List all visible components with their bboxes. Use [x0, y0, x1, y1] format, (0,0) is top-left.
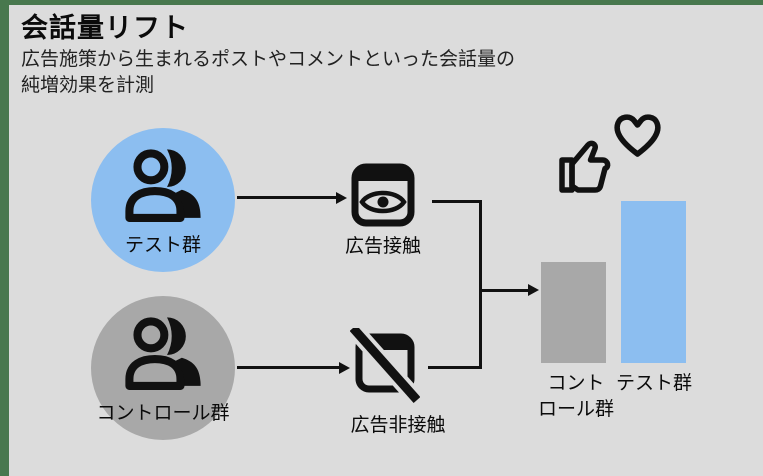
people-icon: [120, 314, 206, 401]
ad-exposed-label: 広告接触: [344, 236, 421, 257]
arrow-test-to-exposed-line: [237, 196, 337, 199]
bar-label-control: コント ロール群: [537, 373, 614, 420]
arrow-control-to-notexposed-head: [339, 362, 350, 374]
connector-vertical: [479, 200, 482, 369]
arrow-test-to-exposed-head: [336, 192, 347, 204]
control-group-label: コントロール群: [96, 403, 230, 424]
thumbs-up-icon: [557, 137, 621, 200]
frame-border-top: [0, 0, 763, 5]
test-group-label: テスト群: [124, 235, 202, 256]
test-group-circle: テスト群: [91, 128, 235, 272]
arrow-to-chart-head: [528, 284, 539, 296]
ad-impression-eye-icon: [350, 163, 416, 232]
heart-icon: [609, 108, 666, 165]
bar-label-test: テスト群: [615, 373, 692, 394]
arrow-control-to-notexposed-line: [237, 366, 340, 369]
frame-border-left: [0, 0, 9, 476]
page-description-line1: 広告施策から生まれるポストやコメントといった会話量の: [21, 49, 516, 70]
ad-not-exposed-label: 広告非接触: [350, 415, 446, 436]
page-description-line2: 純増効果を計測: [21, 75, 155, 96]
control-group-circle: コントロール群: [91, 296, 235, 440]
page-description: 広告施策から生まれるポストやコメントといった会話量の 純増効果を計測: [21, 47, 515, 99]
bar-test-group: [621, 201, 686, 363]
people-icon: [120, 146, 206, 233]
connector-notexposed-horizontal: [428, 366, 482, 369]
connector-exposed-horizontal: [432, 200, 482, 203]
arrow-to-chart-line: [481, 289, 529, 292]
page-title: 会話量リフト: [21, 13, 189, 43]
ad-no-impression-slashed-icon: [346, 322, 424, 411]
bar-control-group: [541, 262, 606, 363]
